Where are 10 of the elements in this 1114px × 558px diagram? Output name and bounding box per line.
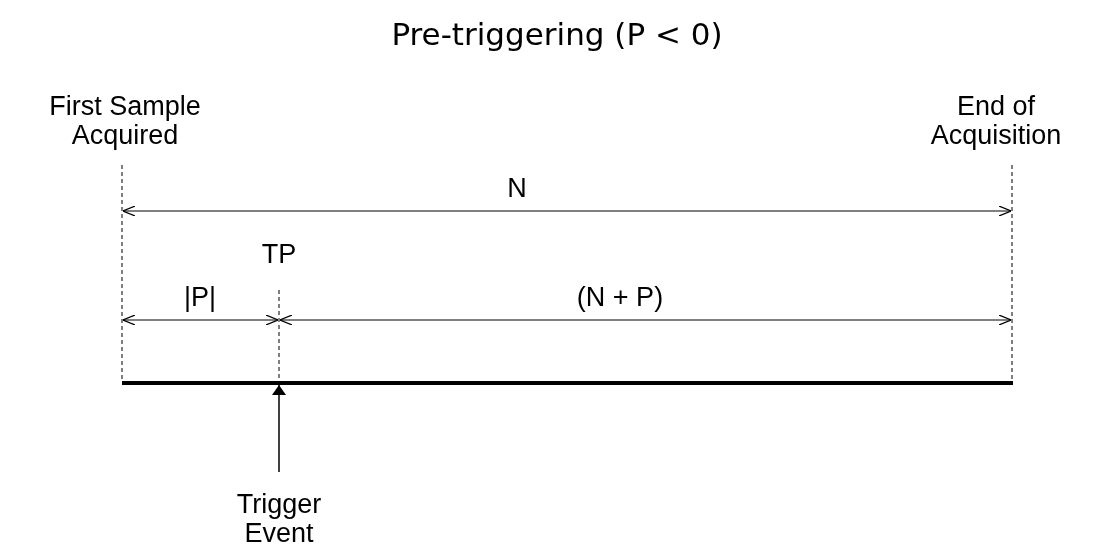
arrow: [272, 384, 286, 473]
diagram-title: Pre-triggering (P < 0): [390, 15, 724, 54]
marker-label: TP: [260, 240, 298, 269]
axis-end-label: End of Acquisition: [929, 92, 1063, 150]
axis-end-label: First Sample Acquired: [48, 92, 202, 150]
dimension-label: N: [506, 174, 528, 203]
dimension-label: |P|: [182, 283, 217, 312]
timeline-bar: [122, 381, 1013, 385]
dimension-label: (N + P): [575, 283, 665, 312]
event-label: Trigger Event: [219, 490, 339, 548]
